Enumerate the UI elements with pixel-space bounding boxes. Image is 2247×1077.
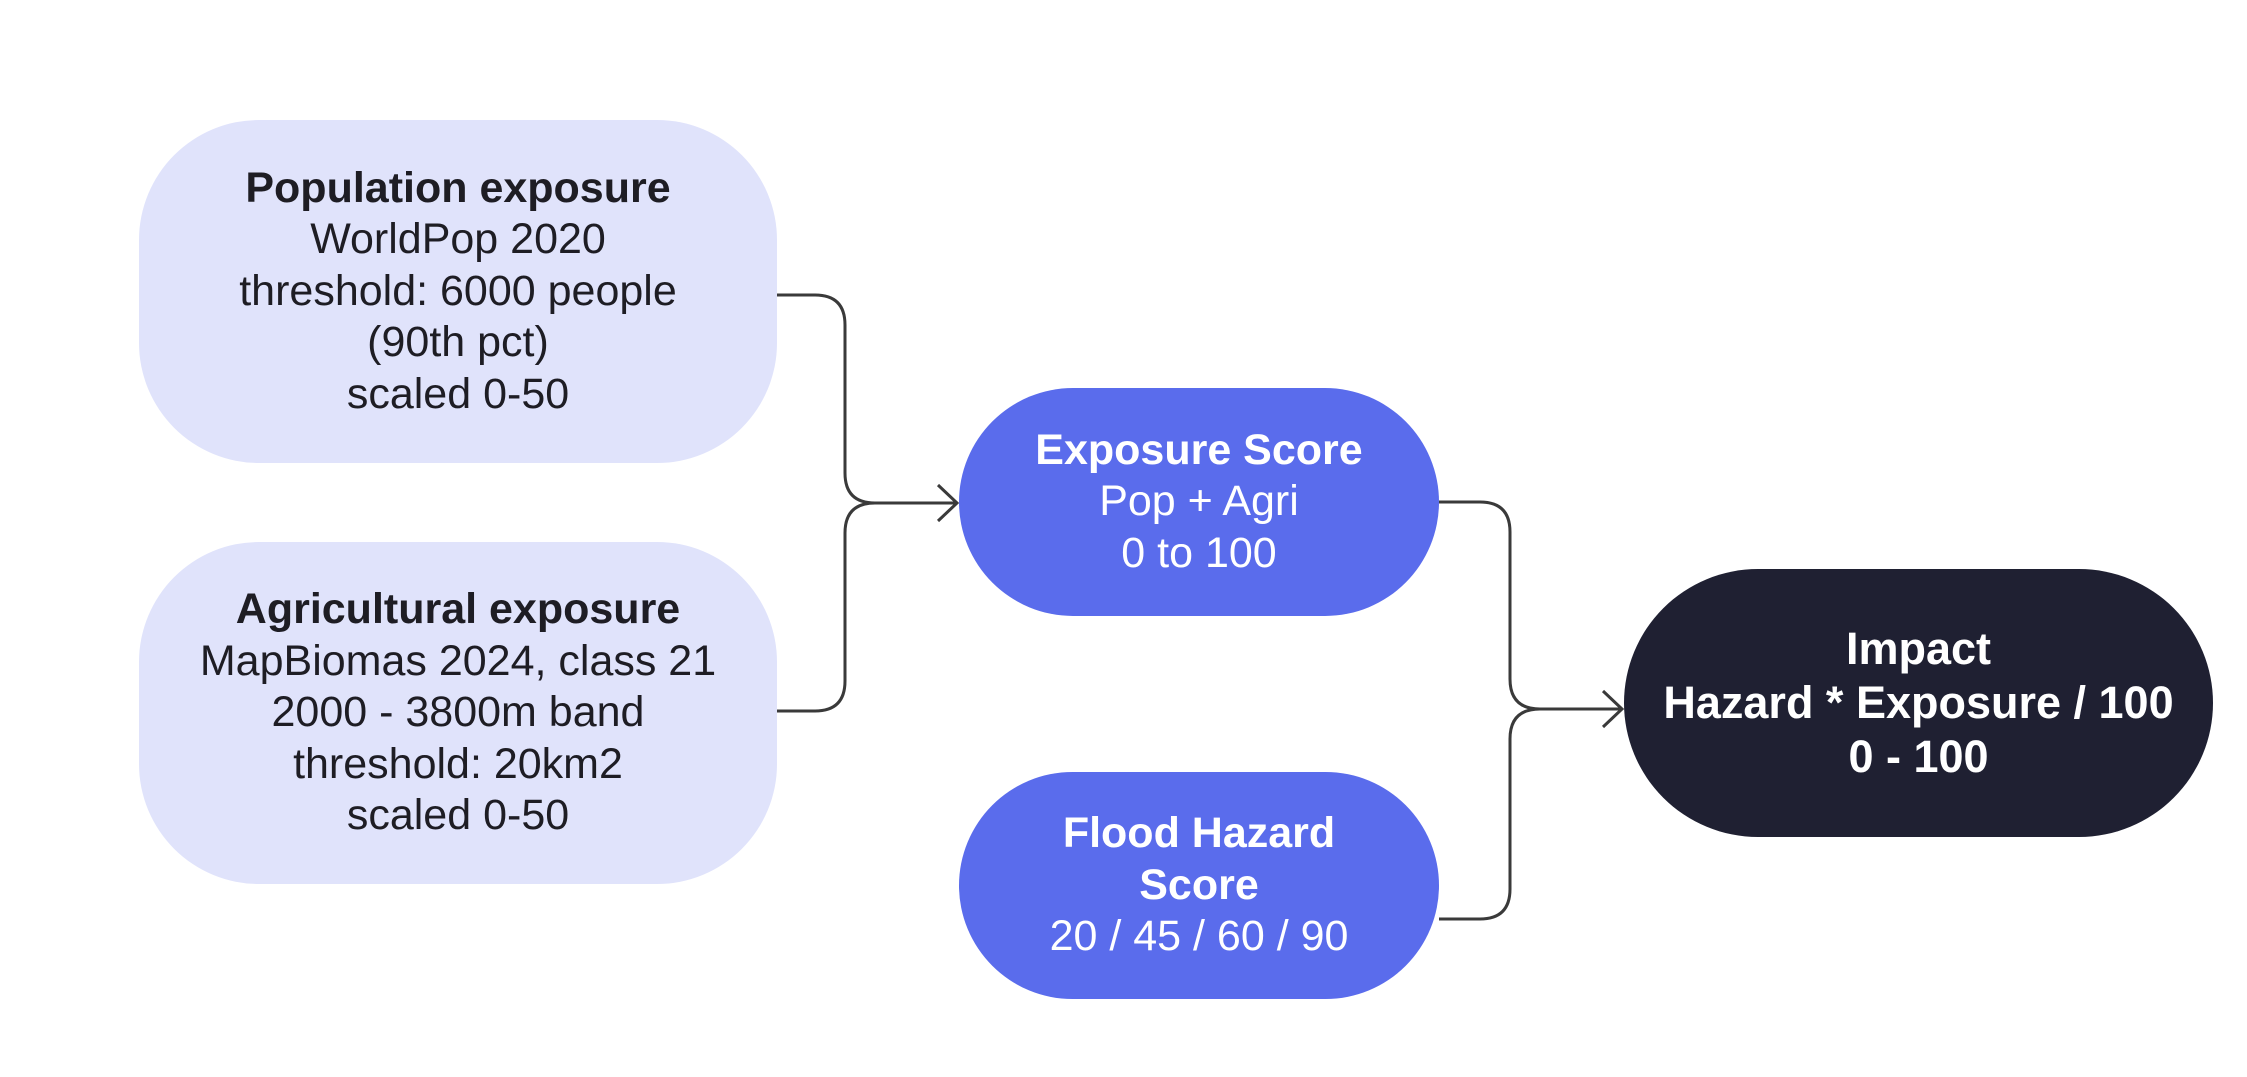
node-title: Flood Hazard <box>1062 809 1336 858</box>
node-line: WorldPop 2020 <box>310 215 606 264</box>
node-impact: Impact Hazard * Exposure / 100 0 - 100 <box>1624 569 2213 837</box>
edge-flood-to-impact <box>1439 707 1541 921</box>
node-title: Impact <box>1845 623 1992 674</box>
node-exposure-score: Exposure Score Pop + Agri 0 to 100 <box>959 388 1439 616</box>
arrowhead-exposure-icon <box>936 483 960 523</box>
node-line: MapBiomas 2024, class 21 <box>199 636 717 685</box>
node-line: (90th pct) <box>367 318 549 367</box>
node-line: scaled 0-50 <box>346 791 570 840</box>
node-line: threshold: 6000 people <box>239 266 677 315</box>
node-title: Score <box>1139 860 1259 909</box>
node-line: scaled 0-50 <box>346 369 570 418</box>
node-title: Exposure Score <box>1035 425 1363 474</box>
node-line: threshold: 20km2 <box>293 739 623 788</box>
edge-population-to-exposure <box>777 293 956 505</box>
arrowhead-impact-icon <box>1601 689 1625 729</box>
node-line: Hazard * Exposure / 100 <box>1663 677 2174 728</box>
node-line: Pop + Agri <box>1099 477 1299 526</box>
edge-exposure-to-impact <box>1439 500 1621 711</box>
node-line: 0 - 100 <box>1848 731 1989 782</box>
node-line: 2000 - 3800m band <box>271 688 645 737</box>
node-line: 0 to 100 <box>1121 528 1277 577</box>
edge-agricultural-to-exposure <box>777 501 876 713</box>
node-line: 20 / 45 / 60 / 90 <box>1049 912 1349 961</box>
node-flood-hazard-score: Flood Hazard Score 20 / 45 / 60 / 90 <box>959 772 1439 999</box>
node-population-exposure: Population exposure WorldPop 2020 thresh… <box>139 120 777 463</box>
node-title: Population exposure <box>245 163 671 212</box>
node-agricultural-exposure: Agricultural exposure MapBiomas 2024, cl… <box>139 542 777 884</box>
node-title: Agricultural exposure <box>235 585 681 634</box>
